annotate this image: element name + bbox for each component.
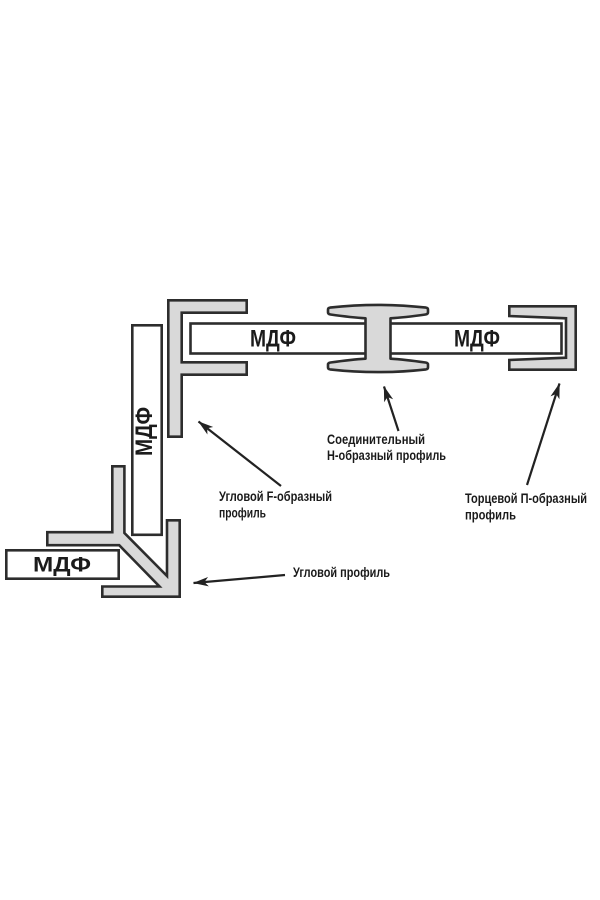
svg-text:Соединительный: Соединительный — [327, 432, 425, 447]
svg-text:Н-образный профиль: Н-образный профиль — [327, 448, 446, 463]
svg-text:Угловой F-образный: Угловой F-образный — [219, 489, 332, 504]
svg-text:МДФ: МДФ — [250, 326, 296, 353]
svg-text:профиль: профиль — [465, 508, 516, 523]
svg-text:профиль: профиль — [219, 506, 266, 521]
svg-text:Торцевой П-образный: Торцевой П-образный — [465, 491, 587, 506]
svg-text:МДФ: МДФ — [131, 407, 158, 456]
svg-text:Угловой профиль: Угловой профиль — [293, 565, 390, 580]
svg-text:МДФ: МДФ — [454, 326, 500, 353]
svg-text:МДФ: МДФ — [33, 554, 91, 577]
